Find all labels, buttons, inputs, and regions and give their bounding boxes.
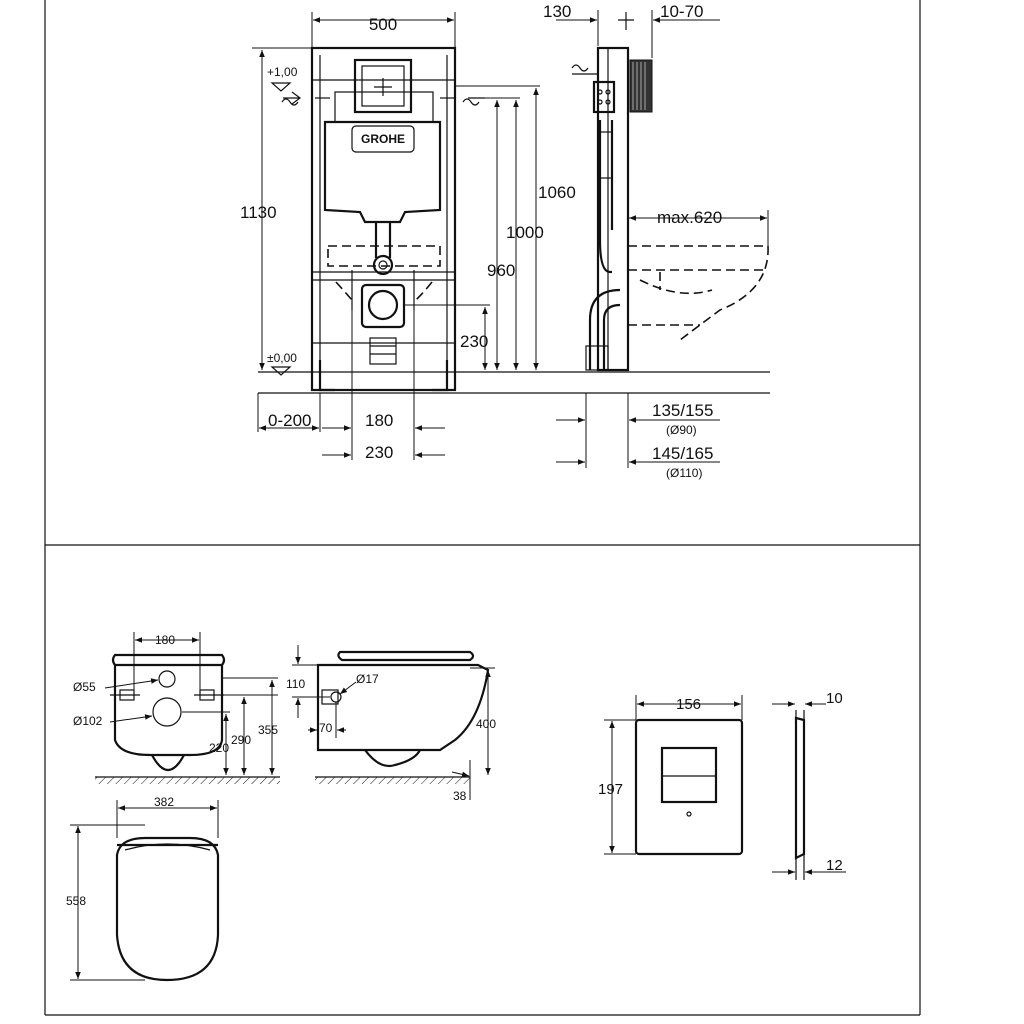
bowl-dim-220-label: 220 [209, 741, 229, 755]
dim-adjust-label: 10-70 [660, 2, 703, 21]
brand-label: GROHE [361, 132, 405, 146]
bowl-dim-558-label: 558 [66, 894, 86, 908]
dim-bowl-top: 382 558 [66, 795, 219, 981]
dim-side-max: max.620 [629, 208, 769, 246]
bowl-side-view [315, 650, 490, 784]
dim-height-label: 1130 [240, 203, 277, 222]
flush-plate-side [794, 710, 806, 880]
bowl-dim-382-label: 382 [154, 795, 174, 809]
bowl-dim-355-label: 355 [258, 723, 278, 737]
plate-width-label: 156 [676, 696, 701, 713]
dim-d2-label: 145/165 [652, 444, 713, 463]
dim-d1-sub-label: (Ø90) [666, 423, 697, 437]
frame-side-view [571, 12, 769, 372]
bowl-dim-290-label: 290 [231, 733, 251, 747]
dim-bottom-frame: 0-200 180 230 [257, 310, 445, 462]
dim-side-bottom: 135/155 (Ø90) 145/165 (Ø110) [556, 393, 720, 480]
dim-height-1130: 1130 +1,00 ±0,00 [240, 47, 312, 376]
dim-offset-label: 0-200 [268, 411, 311, 430]
dim-230-vertical-label: 230 [460, 332, 488, 351]
dim-960-label: 960 [487, 261, 515, 280]
dim-depth-label: 130 [543, 2, 571, 21]
plate-t10-label: 10 [826, 690, 843, 707]
level-top-label: +1,00 [267, 65, 298, 79]
dim-heights-right: 1060 1000 960 230 [404, 85, 576, 370]
dim-1000-label: 1000 [506, 223, 544, 242]
dim-bowl-side: 110 Ø17 70 400 38 [286, 645, 496, 803]
plate-t12-label: 12 [826, 857, 843, 874]
bowl-dim-180-label: 180 [155, 633, 175, 647]
bowl-dim-d17-label: Ø17 [356, 672, 379, 686]
dim-width-500: 500 [311, 12, 456, 48]
dim-1060-label: 1060 [538, 183, 576, 202]
dim-bowl-rear: 180 Ø55 Ø102 290 220 355 [73, 632, 278, 775]
dim-230-horizontal-label: 230 [365, 443, 393, 462]
bowl-dim-400-label: 400 [476, 717, 496, 731]
plate-height-label: 197 [598, 781, 623, 798]
dim-plate: 156 197 [598, 695, 743, 855]
bowl-dim-38-label: 38 [453, 789, 467, 803]
frame-front-view: GROHE [258, 46, 770, 394]
dim-d1-label: 135/155 [652, 401, 713, 420]
dim-d2-sub-label: (Ø110) [666, 466, 702, 480]
bowl-dim-110-label: 110 [286, 677, 305, 691]
dim-plate-side: 10 12 [772, 690, 846, 875]
bowl-dim-d55-label: Ø55 [73, 680, 96, 694]
level-zero-label: ±0,00 [267, 351, 297, 365]
bowl-top-view [115, 836, 220, 982]
dim-max-label: max.620 [657, 208, 722, 227]
dim-180-label: 180 [365, 411, 393, 430]
bowl-dim-70-label: 70 [319, 721, 333, 735]
bowl-rear-view [95, 653, 280, 784]
dim-width-label: 500 [369, 15, 397, 34]
sheet-border [44, 0, 921, 1016]
flush-plate-front [634, 718, 744, 856]
dim-side-top: 130 10-70 [543, 2, 720, 58]
bowl-dim-d102-label: Ø102 [73, 714, 103, 728]
